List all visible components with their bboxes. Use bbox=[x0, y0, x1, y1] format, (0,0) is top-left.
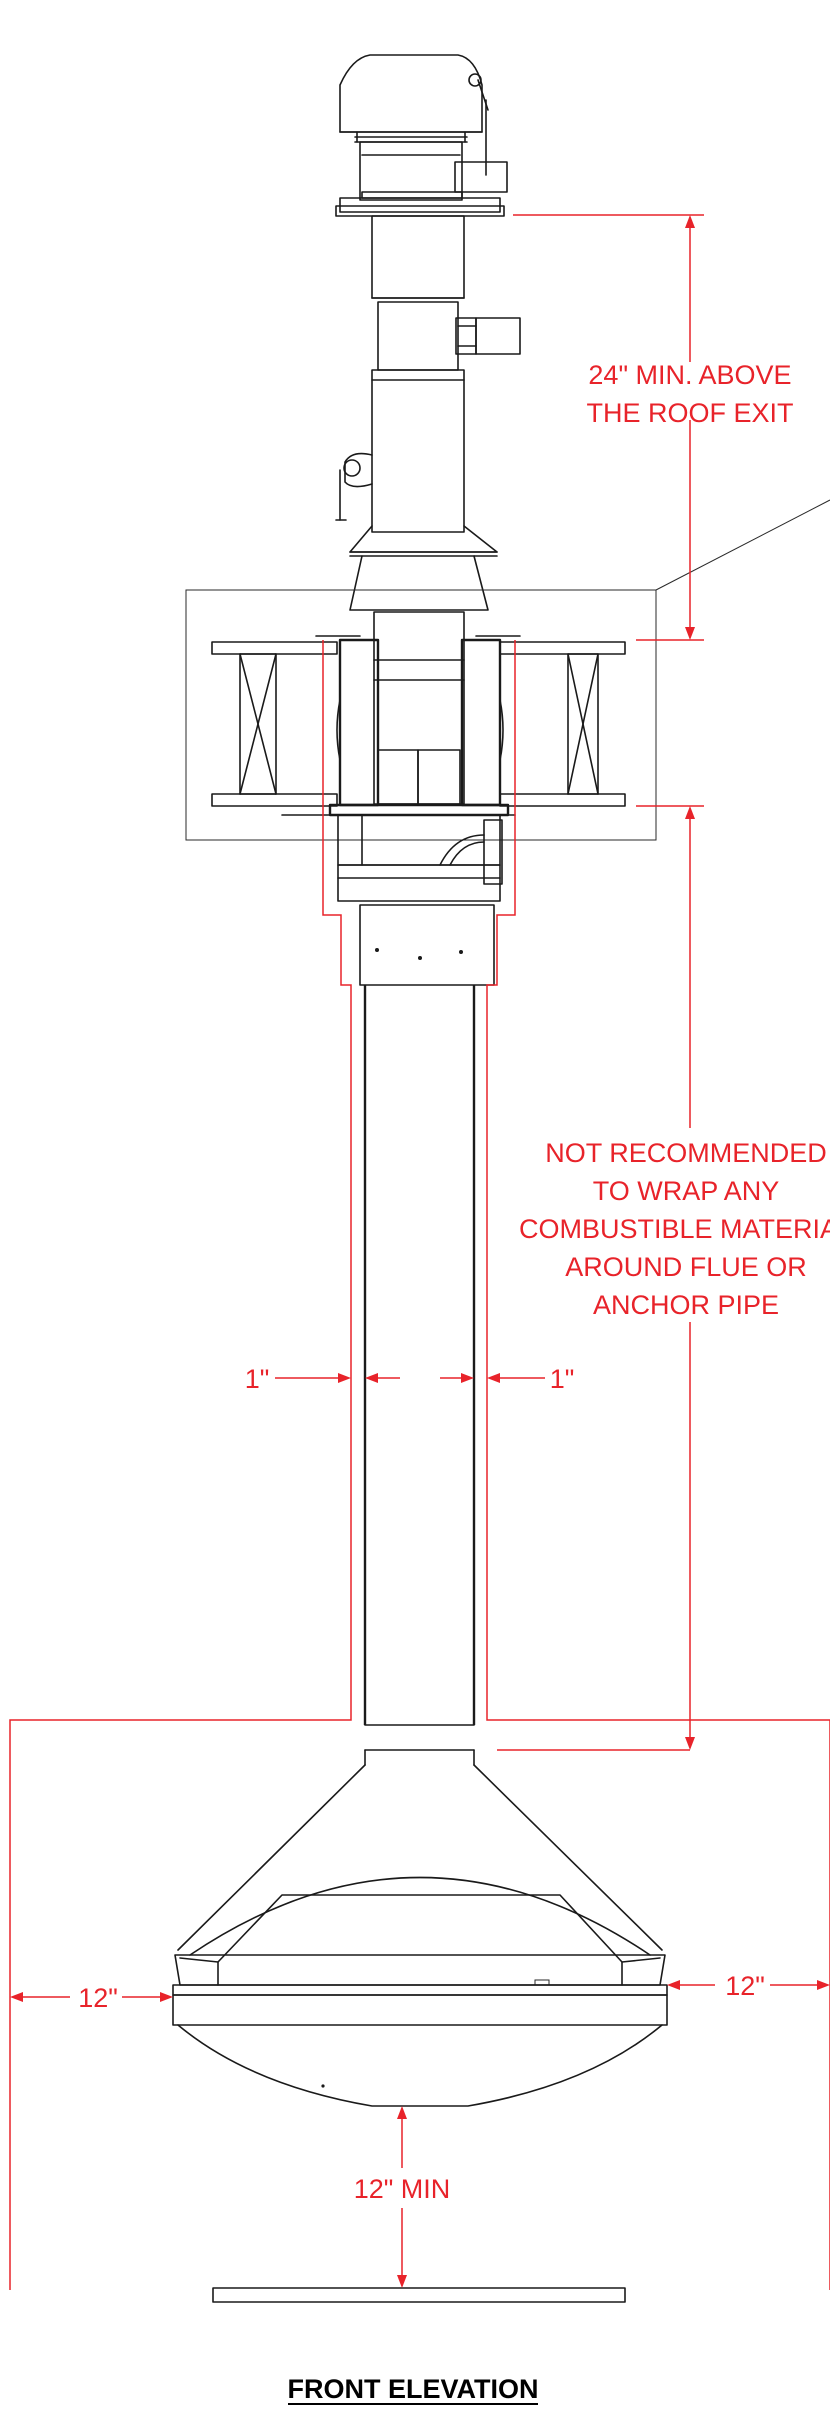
roof-clearance-label-line1: 24" MIN. ABOVE bbox=[588, 360, 791, 390]
roof-section-detail bbox=[185, 499, 830, 902]
fireplace-body bbox=[172, 1764, 668, 2107]
floor-hearth bbox=[212, 2287, 626, 2303]
upper-flue-pipe bbox=[335, 215, 521, 611]
dimension-arrows bbox=[10, 215, 830, 2288]
wrap-warning-line4: AROUND FLUE OR bbox=[565, 1252, 807, 1282]
anchor-pipe bbox=[359, 904, 495, 1766]
drawing-title: FRONT ELEVATION bbox=[288, 2374, 539, 2404]
floor-clearance-label: 12" MIN bbox=[354, 2174, 451, 2204]
wrap-warning-line3: COMBUSTIBLE MATERIAL bbox=[519, 1214, 830, 1244]
side-clearance-left-label: 12" bbox=[78, 1983, 118, 2013]
flue-gap-left-label: 1" bbox=[245, 1364, 270, 1394]
clearance-lines bbox=[9, 214, 830, 2290]
wrap-warning-line2: TO WRAP ANY bbox=[593, 1176, 780, 1206]
wrap-warning-line1: NOT RECOMMENDED bbox=[545, 1138, 827, 1168]
roof-clearance-label-line2: THE ROOF EXIT bbox=[586, 398, 793, 428]
side-clearance-right-label: 12" bbox=[725, 1971, 765, 2001]
wrap-warning-line5: ANCHOR PIPE bbox=[593, 1290, 779, 1320]
chimney-cap bbox=[335, 54, 508, 217]
flue-gap-right-label: 1" bbox=[550, 1364, 575, 1394]
